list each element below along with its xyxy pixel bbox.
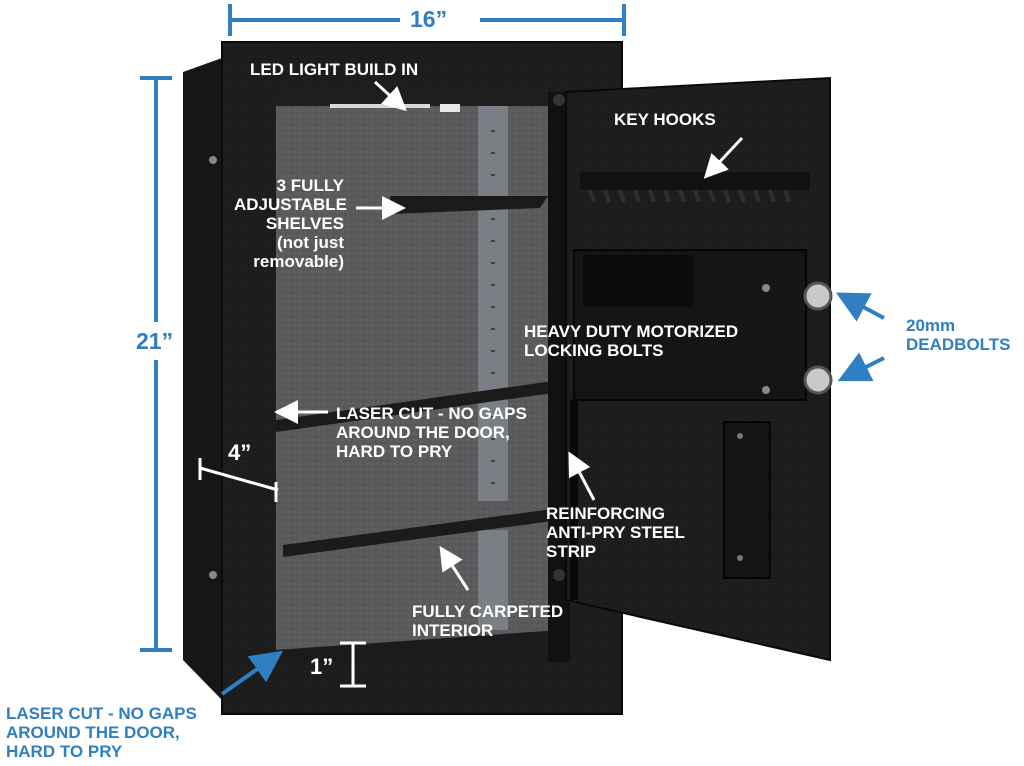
reinforcing-arrow [568, 451, 596, 501]
shelves-line-4: (not just [276, 233, 344, 252]
width-dimension [228, 4, 626, 36]
deadbolt-arrow-lower [837, 352, 885, 382]
laser-inside-line-2: AROUND THE DOOR, [336, 423, 510, 442]
deadbolt-lower [803, 365, 833, 395]
key-hook-row [580, 172, 810, 203]
reinforcing-line-3: STRIP [546, 542, 597, 561]
led-bar [276, 92, 566, 106]
key-hooks-callout: KEY HOOKS [614, 110, 716, 129]
laser-outside-line-2: AROUND THE DOOR, [6, 723, 180, 742]
shelf [283, 508, 560, 557]
motorized-bolts-callout: HEAVY DUTY MOTORIZED LOCKING BOLTS [524, 322, 738, 360]
safe-flange [183, 58, 222, 700]
height-label: 21” [136, 328, 174, 354]
shelves-line-5: removable) [253, 252, 344, 271]
carpeted-arrow [439, 545, 470, 591]
floor-lip [276, 630, 560, 662]
shelf-rail [478, 106, 508, 501]
deadbolts-line-1: 20mm [906, 316, 956, 335]
key-hooks-arrow [703, 136, 744, 179]
interior-cavity [276, 92, 566, 662]
reinforcing-callout: REINFORCING ANTI-PRY STEEL STRIP [546, 504, 685, 561]
frame-screw [209, 156, 217, 164]
deadbolt-upper [803, 281, 833, 311]
motorized-line-1: HEAVY DUTY MOTORIZED [524, 322, 739, 341]
width-label: 16” [410, 6, 448, 32]
door-handle-plate [723, 421, 771, 579]
shelf-rail-lower [478, 530, 508, 630]
depth-label: 4” [228, 440, 252, 465]
lip-dimension [340, 641, 366, 688]
lip-label: 1” [310, 654, 334, 679]
laser-cut-outside-callout: LASER CUT - NO GAPS AROUND THE DOOR, HAR… [6, 704, 197, 761]
shelves-callout: 3 FULLY ADJUSTABLE SHELVES (not just rem… [234, 176, 348, 271]
led-light-callout: LED LIGHT BUILD IN [250, 60, 419, 79]
carpeted-callout: FULLY CARPETED INTERIOR [412, 602, 563, 640]
carpeted-line-2: INTERIOR [412, 621, 494, 640]
laser-outside-line-3: HARD TO PRY [6, 742, 123, 761]
laser-inside-line-1: LASER CUT - NO GAPS [336, 404, 527, 423]
led-arrow [373, 80, 407, 112]
anti-pry-strip [570, 400, 578, 600]
reinforcing-line-2: ANTI-PRY STEEL [546, 523, 685, 542]
shelf [276, 380, 560, 432]
frame-screw [209, 571, 217, 579]
depth-dimension [198, 458, 279, 502]
deadbolts-callout: 20mm DEADBOLTS [906, 316, 1011, 354]
laser-inside-line-3: HARD TO PRY [336, 442, 453, 461]
height-dimension [140, 76, 172, 652]
carpeted-line-1: FULLY CARPETED [412, 602, 564, 621]
hinge-column [548, 92, 570, 662]
deadbolt-arrow-upper [835, 292, 885, 322]
deadbolts-line-2: DEADBOLTS [906, 335, 1011, 354]
shelves-line-1: 3 FULLY [276, 176, 344, 195]
motorized-line-2: LOCKING BOLTS [524, 341, 664, 360]
reinforcing-line-1: REINFORCING [546, 504, 665, 523]
shelves-line-2: ADJUSTABLE [234, 195, 348, 214]
led-strip [330, 104, 430, 108]
shelf [390, 196, 548, 214]
shelves-line-3: SHELVES [265, 214, 344, 233]
led-switch [440, 104, 460, 112]
lock-plate [583, 255, 693, 307]
laser-outside-arrow [220, 650, 284, 696]
laser-outside-line-1: LASER CUT - NO GAPS [6, 704, 197, 723]
laser-cut-inside-callout: LASER CUT - NO GAPS AROUND THE DOOR, HAR… [336, 404, 527, 461]
